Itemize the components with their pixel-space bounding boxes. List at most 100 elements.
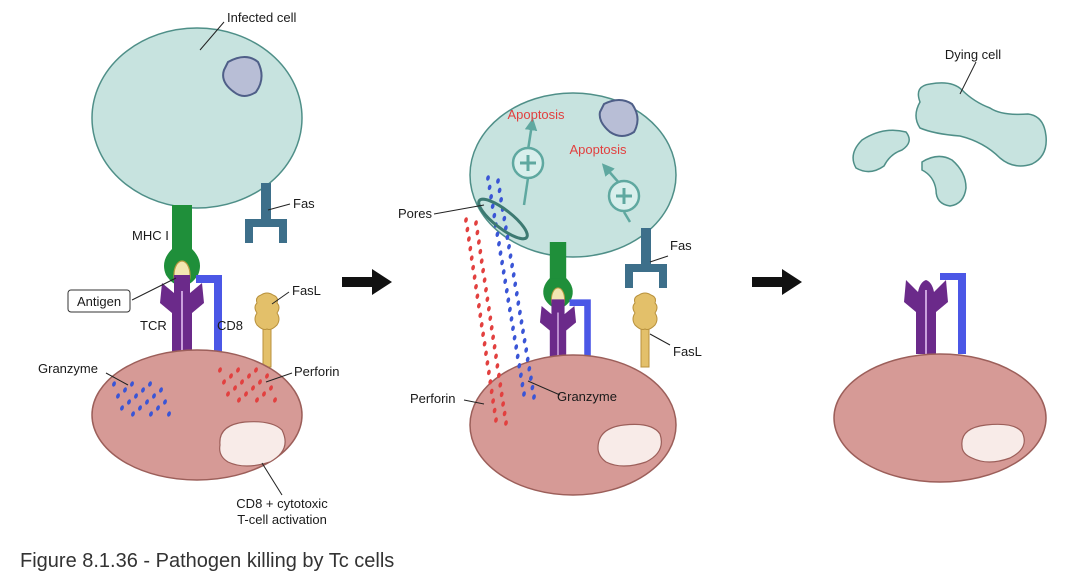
infected-cell bbox=[91, 27, 303, 209]
granule-dot bbox=[481, 331, 485, 338]
granule-dot bbox=[489, 388, 494, 395]
granule-dot bbox=[159, 387, 163, 393]
granule-dot bbox=[527, 366, 532, 372]
granule-dot bbox=[251, 385, 255, 391]
granule-dot bbox=[218, 367, 222, 373]
tc-cell-killing-diagram: Infected cell Fas MHC I Antigen FasL TCR… bbox=[38, 10, 1047, 527]
granule-dot bbox=[474, 283, 478, 290]
granule-dot bbox=[501, 269, 506, 275]
granule-dot bbox=[491, 398, 495, 404]
label-infected-cell: Infected cell bbox=[227, 10, 296, 25]
granule-dot bbox=[127, 399, 131, 405]
leader-dying-cell bbox=[959, 61, 977, 95]
granule-dot bbox=[506, 297, 511, 303]
fasl-ligand-2 bbox=[632, 292, 658, 368]
granule-dot bbox=[258, 379, 262, 385]
granule-dot bbox=[499, 391, 504, 398]
label-granzyme: Granzyme bbox=[38, 361, 98, 376]
granule-dot bbox=[464, 217, 468, 223]
arrow-right-1 bbox=[342, 269, 392, 295]
granule-dot bbox=[472, 274, 477, 280]
label-fasl: FasL bbox=[292, 283, 321, 298]
granule-dot bbox=[475, 293, 480, 299]
granule-dot bbox=[487, 369, 491, 376]
granule-dot bbox=[504, 287, 509, 294]
granule-dot bbox=[504, 420, 508, 426]
granule-dot bbox=[492, 407, 497, 414]
apoptosis-arrow-left bbox=[524, 117, 538, 151]
label-fas-2: Fas bbox=[670, 238, 692, 253]
granule-dot bbox=[467, 236, 471, 242]
granule-dot bbox=[478, 312, 483, 318]
granule-dot bbox=[511, 272, 516, 278]
granule-dot bbox=[469, 255, 474, 261]
granule-dot bbox=[489, 194, 493, 200]
granule-dot bbox=[484, 350, 488, 357]
label-fasl-2: FasL bbox=[673, 344, 702, 359]
granule-dot bbox=[138, 405, 142, 411]
granule-dot bbox=[131, 411, 135, 417]
granule-dot bbox=[465, 226, 470, 233]
label-perforin: Perforin bbox=[294, 364, 340, 379]
granule-dot bbox=[525, 356, 530, 363]
granule-dot bbox=[112, 381, 116, 387]
label-activation-line1: CD8 + cytotoxic bbox=[236, 496, 328, 511]
tcr-cd8-complex-3 bbox=[904, 273, 966, 354]
granule-dot bbox=[513, 281, 518, 288]
granule-dot bbox=[522, 337, 527, 344]
granule-dot bbox=[468, 245, 473, 252]
granule-dot bbox=[149, 411, 153, 417]
granule-dot bbox=[255, 397, 259, 403]
granule-dot bbox=[520, 381, 525, 388]
label-apoptosis-left: Apoptosis bbox=[507, 107, 565, 122]
granule-dot bbox=[503, 278, 508, 285]
granule-dot bbox=[237, 397, 241, 403]
dying-cell-fragment bbox=[852, 129, 910, 173]
label-granzyme-2: Granzyme bbox=[557, 389, 617, 404]
granule-dot bbox=[495, 363, 500, 369]
granule-dot bbox=[482, 277, 487, 283]
granule-dot bbox=[497, 240, 501, 247]
granule-dot bbox=[492, 212, 497, 219]
granule-dot bbox=[497, 372, 501, 379]
antigen-label-box bbox=[67, 289, 131, 313]
granule-dot bbox=[145, 399, 149, 405]
granule-dot bbox=[511, 325, 515, 332]
granule-dot bbox=[240, 379, 244, 385]
label-cd8: CD8 bbox=[217, 318, 243, 333]
label-apoptosis-right: Apoptosis bbox=[569, 142, 627, 157]
granule-dot bbox=[233, 385, 237, 391]
granule-dot bbox=[489, 325, 494, 331]
apoptosis-stem-left bbox=[522, 177, 530, 206]
figure-caption: Figure 8.1.36 - Pathogen killing by Tc c… bbox=[20, 550, 395, 572]
granule-dot bbox=[156, 405, 160, 411]
perforin-granules bbox=[218, 367, 277, 403]
granule-dot bbox=[123, 387, 127, 393]
granule-dot bbox=[226, 391, 230, 397]
granule-dot bbox=[494, 353, 498, 360]
granule-dot bbox=[499, 197, 503, 203]
label-dying-cell: Dying cell bbox=[945, 47, 1001, 62]
granule-dot bbox=[529, 375, 533, 381]
panel-1: Infected cell Fas MHC I Antigen FasL TCR… bbox=[38, 10, 340, 527]
granule-dot bbox=[503, 225, 508, 231]
granule-dot bbox=[498, 250, 503, 256]
granule-dot bbox=[519, 372, 523, 378]
panel-2-leader-lines bbox=[433, 204, 671, 405]
panel-1-leader-lines bbox=[105, 21, 293, 496]
granule-dot bbox=[134, 393, 138, 399]
t-cell-nucleus bbox=[219, 421, 286, 467]
granule-dot bbox=[505, 234, 510, 241]
granule-dot bbox=[130, 381, 134, 387]
granule-dot bbox=[236, 367, 240, 373]
granule-dot bbox=[510, 262, 514, 269]
granule-dot bbox=[497, 187, 502, 194]
granule-dot bbox=[492, 344, 497, 350]
label-fas: Fas bbox=[293, 196, 315, 211]
panel-3: Dying cell bbox=[833, 47, 1047, 483]
granule-dot bbox=[488, 315, 493, 321]
granule-dot bbox=[515, 353, 520, 360]
apoptosis-stem-right bbox=[622, 211, 632, 223]
granule-dot bbox=[247, 373, 251, 379]
granule-dot bbox=[481, 267, 485, 274]
